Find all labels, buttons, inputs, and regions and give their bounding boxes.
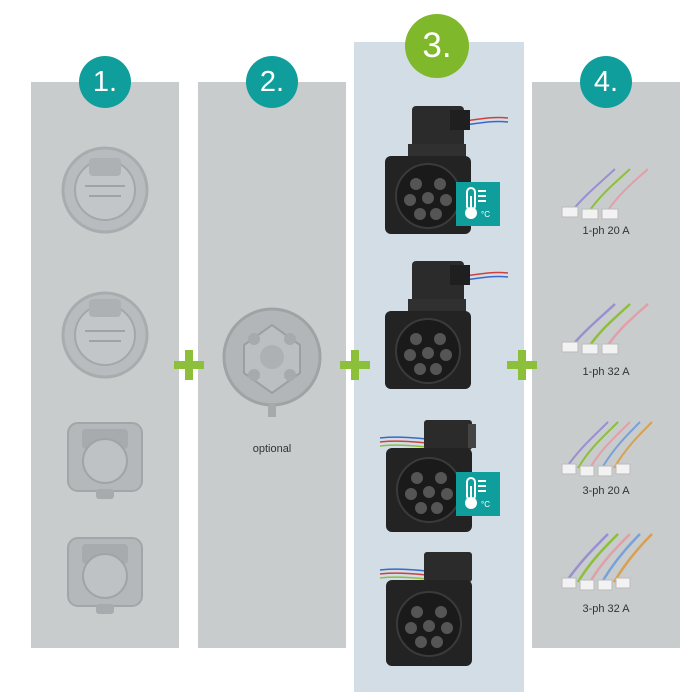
- charging-socket-product: [379, 420, 476, 532]
- cable-label-1: 1-ph 20 A: [582, 225, 630, 237]
- cable-label-3: 3-ph 20 A: [582, 485, 630, 497]
- thermometer-icon-graphic: [465, 477, 486, 509]
- step-badge-1: 1.: [79, 56, 131, 108]
- square-cover-product: [67, 537, 143, 614]
- optional-label: optional: [252, 443, 292, 455]
- round-cover-product: [61, 291, 149, 379]
- charging-socket-product: [385, 261, 509, 389]
- cable-set-product: [561, 533, 653, 591]
- step-badge-2: 2.: [246, 56, 298, 108]
- cable-set-product: [561, 421, 653, 477]
- plus-icon: [507, 350, 537, 380]
- cable-label-2: 1-ph 32 A: [582, 366, 630, 378]
- plus-icon: [340, 350, 370, 380]
- temp-unit-label: °C: [481, 500, 490, 509]
- round-cover-product: [61, 146, 149, 234]
- adapter-plate-product: [222, 307, 322, 417]
- thermometer-icon-graphic: [465, 187, 486, 219]
- temp-unit-label: °C: [481, 210, 490, 219]
- cable-label-4: 3-ph 32 A: [582, 603, 630, 615]
- cable-set-product: [561, 303, 649, 355]
- plus-icon: [174, 350, 204, 380]
- step-badge-4: 4.: [580, 56, 632, 108]
- step-badge-3: 3.: [405, 14, 469, 78]
- charging-socket-product: [385, 106, 509, 234]
- thermometer-icon: °C: [456, 182, 500, 226]
- square-cover-product: [67, 422, 143, 499]
- charging-socket-product: [379, 552, 472, 666]
- thermometer-icon: °C: [456, 472, 500, 516]
- cable-set-product: [561, 168, 649, 220]
